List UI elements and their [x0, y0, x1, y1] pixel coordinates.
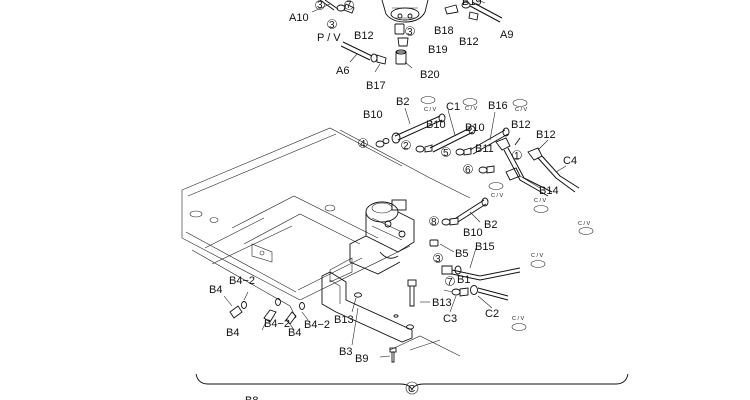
hose-a10 — [319, 0, 355, 14]
label-B10-b: B10 — [426, 119, 446, 131]
svg-text:C / V: C / V — [531, 253, 544, 259]
control-valve-block — [329, 199, 415, 283]
svg-text:3: 3 — [329, 20, 335, 31]
svg-text:4: 4 — [360, 139, 366, 150]
svg-text:C / V: C / V — [515, 107, 528, 113]
port-callouts: C / V C / V C / V C / V C / V C / V C / … — [420, 96, 594, 331]
label-B15: B15 — [475, 241, 495, 253]
svg-text:3: 3 — [407, 27, 413, 38]
svg-text:C / V: C / V — [491, 193, 504, 199]
label-B4-a: B4 — [209, 284, 222, 296]
label-C2: C2 — [485, 308, 499, 320]
label-B4-2-b: B4−2 — [264, 318, 290, 330]
label-B4-2-c: B4−2 — [304, 319, 330, 331]
label-B5: B5 — [455, 248, 468, 260]
label-A10: A10 — [289, 12, 309, 24]
label-B12-mid: B12 — [511, 119, 531, 131]
label-B13-a: B13 — [432, 297, 452, 309]
svg-text:3: 3 — [317, 0, 323, 11]
svg-text:C / V: C / V — [512, 316, 525, 322]
bracket-b3 — [321, 271, 414, 343]
svg-text:6: 6 — [465, 165, 471, 176]
b4-fittings — [223, 291, 309, 331]
label-PV: P / V — [317, 32, 341, 44]
label-B18: B18 — [434, 25, 454, 37]
svg-text:1: 1 — [514, 151, 520, 162]
label-A6: A6 — [336, 65, 349, 77]
label-B10-a: B10 — [363, 109, 383, 121]
label-C3: C3 — [443, 313, 457, 325]
label-C4: C4 — [563, 155, 577, 167]
label-B1: B1 — [457, 274, 470, 286]
svg-text:C / V: C / V — [578, 221, 591, 227]
label-B12-top: B12 — [459, 36, 479, 48]
svg-text:C / V: C / V — [465, 106, 478, 112]
bolts — [351, 279, 417, 363]
label-B12-pv: B12 — [354, 30, 374, 42]
label-C1: C1 — [446, 101, 460, 113]
label-B20: B20 — [420, 69, 440, 81]
svg-text:C / V: C / V — [534, 198, 547, 204]
grouping-bracket — [195, 373, 629, 392]
top-valve-assembly — [381, 0, 429, 35]
middle-hose-group — [375, 107, 580, 197]
label-B4-c: B4 — [288, 327, 301, 339]
label-B2-a: B2 — [396, 96, 409, 108]
label-B13-b: B13 — [334, 314, 354, 326]
label-B4-2-a: B4−2 — [229, 275, 255, 287]
right-hose-group — [420, 197, 521, 313]
svg-text:7: 7 — [346, 0, 352, 11]
label-B19: B19 — [428, 44, 448, 56]
label-B14: B14 — [539, 185, 559, 197]
svg-text:2: 2 — [403, 141, 409, 152]
label-B3: B3 — [339, 346, 352, 358]
label-B17: B17 — [366, 80, 386, 92]
label-B9: B9 — [355, 353, 368, 365]
svg-text:3: 3 — [435, 254, 441, 265]
label-A9: A9 — [500, 29, 513, 41]
svg-text:5: 5 — [443, 148, 449, 159]
label-B11: B11 — [475, 143, 494, 155]
hose-a9 — [444, 1, 503, 23]
label-B10-c: B10 — [465, 122, 485, 134]
circled-reference-numbers: 3 7 3 3 4 2 5 1 6 8 3 7 C — [315, 0, 522, 395]
svg-text:8: 8 — [431, 217, 437, 228]
label-B10-d: B10 — [463, 227, 483, 239]
svg-text:C / V: C / V — [424, 107, 437, 113]
label-B19-top: B19 — [462, 0, 482, 8]
part-labels: A10 B19 A9 B18 B12 P / V B12 B19 A6 B17 … — [209, 0, 577, 400]
label-B2-b: B2 — [484, 219, 497, 231]
label-bottom-cut: B8 — [245, 395, 258, 400]
label-B4-b: B4 — [226, 327, 239, 339]
machine-frame — [181, 127, 471, 357]
hose-a6 — [340, 37, 413, 73]
svg-text:C: C — [408, 384, 415, 395]
label-B12-right: B12 — [536, 129, 556, 141]
label-B16: B16 — [488, 100, 508, 112]
svg-text:7: 7 — [447, 277, 453, 288]
